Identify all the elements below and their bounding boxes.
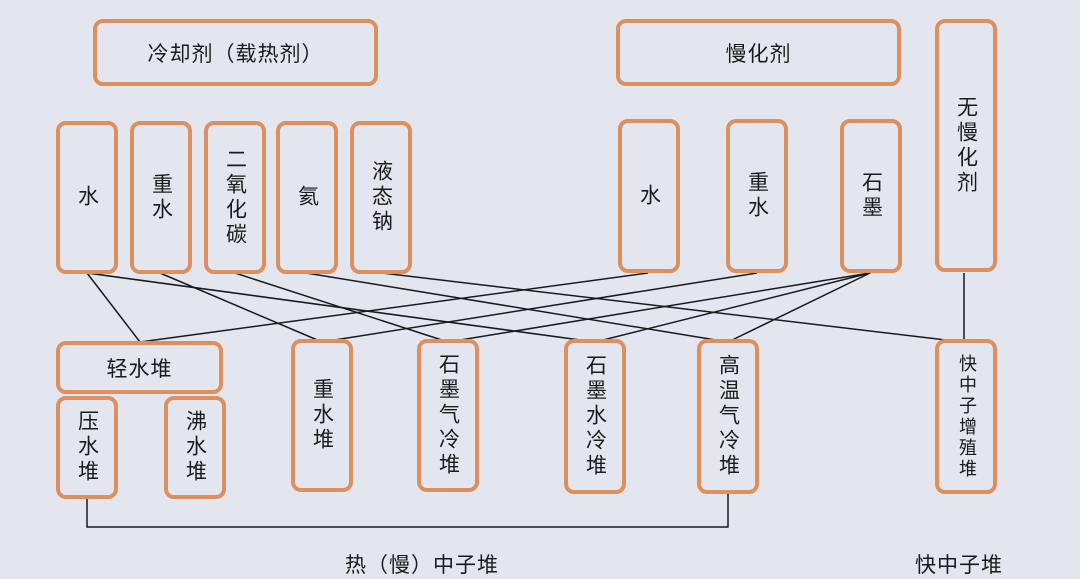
coolant-co2-label: 二氧化碳	[223, 147, 248, 248]
coolant-water-label: 水	[75, 185, 100, 210]
thermal-reactor-caption-text: 热（慢）中子堆	[345, 553, 499, 577]
graphite-water-reactor-label: 石墨水冷堆	[583, 354, 608, 479]
fast-reactor-caption-text: 快中子堆	[915, 553, 1003, 577]
heavy-water-reactor-label: 重水堆	[310, 378, 335, 453]
htgr-label: 高温气冷堆	[716, 354, 741, 479]
graphite-water-reactor-box: 石墨水冷堆	[564, 339, 626, 494]
coolant-helium-label: 氦	[295, 185, 320, 210]
coolant-heavy-water-box: 重水	[130, 121, 192, 274]
fast-reactor-caption: 快中子堆	[915, 549, 1003, 579]
link-coolant-heavywater-hwr	[159, 272, 323, 343]
moderator-header-label: 慢化剂	[725, 41, 792, 66]
link-moderator-heavywater-hwr	[321, 272, 758, 343]
moderator-water-label: 水	[637, 183, 662, 209]
moderator-heavy-water-box: 重水	[726, 119, 788, 273]
graphite-gas-reactor-box: 石墨气冷堆	[417, 339, 479, 492]
coolant-header: 冷却剂（载热剂）	[93, 19, 378, 86]
pwr-box: 压水堆	[56, 396, 118, 499]
bwr-label: 沸水堆	[183, 410, 208, 485]
coolant-header-label: 冷却剂（载热剂）	[147, 41, 324, 66]
moderator-graphite-label: 石墨	[859, 171, 884, 221]
link-coolant-water-lwr	[86, 272, 141, 343]
link-moderator-graphite-graphite-water	[594, 272, 871, 343]
light-water-reactor-label: 轻水堆	[106, 356, 173, 381]
no-moderator-box: 无慢化剂	[935, 19, 997, 272]
link-moderator-graphite-graphite-gas	[447, 272, 871, 343]
no-moderator-label: 无慢化剂	[954, 95, 979, 196]
thermal-reactor-caption: 热（慢）中子堆	[345, 549, 499, 579]
htgr-box: 高温气冷堆	[697, 339, 759, 494]
coolant-heavy-water-label: 重水	[149, 172, 174, 223]
link-coolant-co2-graphite-gas	[234, 272, 449, 343]
coolant-sodium-box: 液态钠	[350, 121, 412, 274]
link-coolant-sodium-fbr	[381, 272, 964, 343]
coolant-sodium-label: 液态钠	[369, 160, 394, 235]
coolant-water-box: 水	[56, 121, 118, 274]
heavy-water-reactor-box: 重水堆	[291, 339, 353, 492]
moderator-water-box: 水	[618, 119, 680, 273]
moderator-graphite-box: 石墨	[840, 119, 902, 273]
fast-breeder-reactor-box: 快中子增殖堆	[935, 339, 997, 494]
thermal-group-bracket	[86, 494, 729, 528]
moderator-heavy-water-label: 重水	[745, 171, 770, 221]
pwr-label: 压水堆	[75, 410, 100, 485]
bwr-box: 沸水堆	[164, 396, 226, 499]
fast-breeder-reactor-label: 快中子增殖堆	[956, 353, 977, 480]
moderator-header: 慢化剂	[616, 19, 901, 86]
coolant-helium-box: 氦	[276, 121, 338, 274]
link-moderator-graphite-htgr	[727, 272, 871, 343]
graphite-gas-reactor-label: 石墨气冷堆	[436, 353, 461, 478]
link-coolant-helium-htgr	[305, 272, 729, 343]
coolant-co2-box: 二氧化碳	[204, 121, 266, 274]
light-water-reactor-box: 轻水堆	[56, 341, 223, 394]
link-moderator-water-lwr	[139, 272, 649, 343]
